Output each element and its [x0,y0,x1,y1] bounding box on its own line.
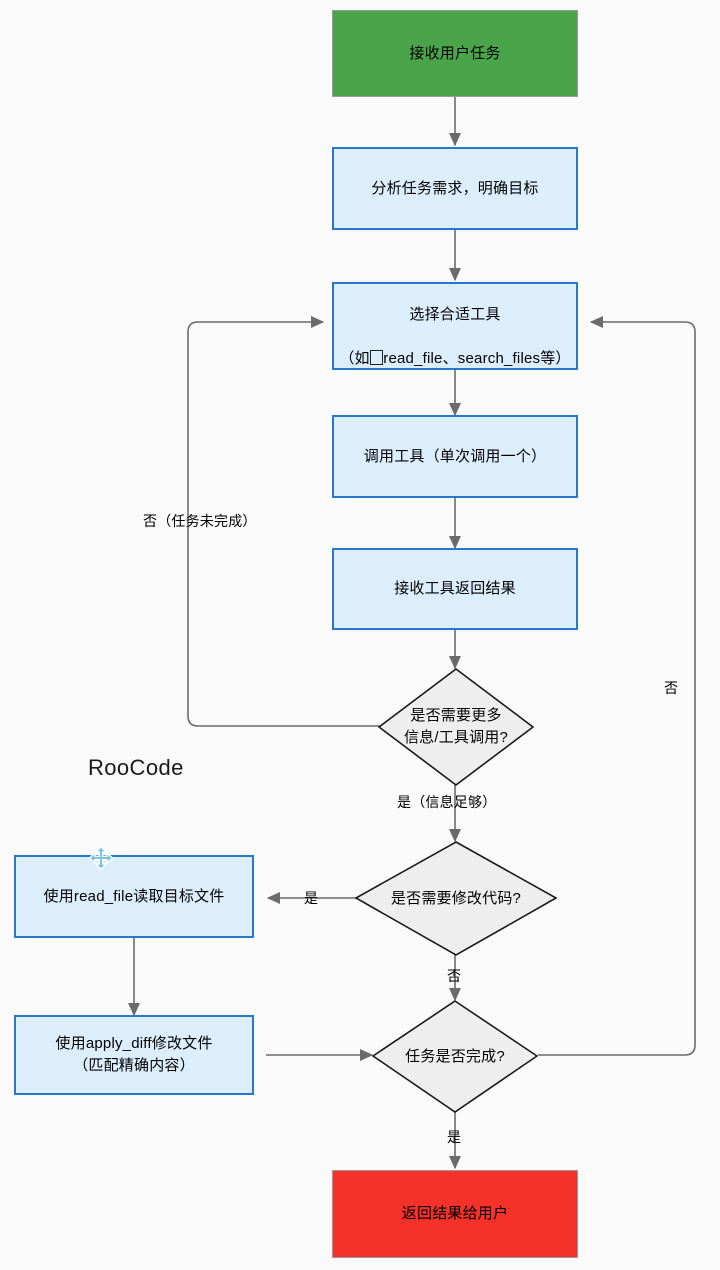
node-apply-diff-label: 使用apply_diff修改文件 （匹配精确内容） [55,1035,213,1074]
edge-label-task-done-yes: 是 [447,1129,462,1145]
need-edit-code-diamond-shape [354,841,558,956]
watermark-roocode: RooCode [88,755,184,780]
node-end[interactable]: 返回结果给用户 [332,1170,578,1258]
node-select-tool-label: 选择合适工具 （如 read_file、search_files等） [339,283,570,370]
node-read-file-label: 使用read_file读取目标文件 [43,887,225,905]
move-cursor-icon[interactable] [88,845,114,871]
node-call-tool[interactable]: 调用工具（单次调用一个） [332,415,578,498]
edge-label-need-edit-yes: 是 [304,890,319,906]
node-receive-result-label: 接收工具返回结果 [394,580,516,598]
node-select-tool[interactable]: 选择合适工具 （如 read_file、search_files等） [332,282,578,370]
missing-glyph-box [370,350,383,365]
node-analyze-task-label: 分析任务需求，明确目标 [371,179,539,197]
node-need-more-info[interactable]: 是否需要更多 信息/工具调用? [377,667,535,787]
edge-label-loop-back-left: 否（任务未完成） [143,513,257,529]
task-complete-diamond-shape [371,1000,539,1113]
node-task-complete[interactable]: 任务是否完成? [371,1000,539,1113]
edge-label-task-done-no: 否 [664,680,679,696]
node-receive-result[interactable]: 接收工具返回结果 [332,548,578,630]
move-cursor-glyph [88,845,114,871]
node-read-file[interactable]: 使用read_file读取目标文件 [14,855,254,938]
edge-taskdone-no-loop [538,316,696,1056]
node-task-complete-label: 任务是否完成? [405,1047,505,1065]
node-start-label: 接收用户任务 [409,44,501,62]
node-need-edit-code-label: 是否需要修改代码? [390,889,522,907]
node-select-tool-line2-suffix: read_file、search_files等） [383,349,571,367]
node-select-tool-line1: 选择合适工具 [409,306,501,324]
edge-needmore-no-loop [187,316,380,727]
edge-label-need-more-yes: 是（信息足够） [397,794,497,810]
node-call-tool-label: 调用工具（单次调用一个） [363,447,547,465]
node-apply-diff[interactable]: 使用apply_diff修改文件 （匹配精确内容） [14,1015,254,1095]
node-need-edit-code[interactable]: 是否需要修改代码? [354,841,558,956]
node-analyze-task[interactable]: 分析任务需求，明确目标 [332,147,578,230]
node-end-label: 返回结果给用户 [401,1205,509,1223]
node-start[interactable]: 接收用户任务 [332,10,578,97]
node-need-more-info-label: 是否需要更多 信息/工具调用? [403,707,509,746]
node-select-tool-line2-prefix: （如 [339,349,370,367]
edge-label-need-edit-no: 否 [447,968,462,984]
need-more-info-diamond-shape [377,667,535,787]
